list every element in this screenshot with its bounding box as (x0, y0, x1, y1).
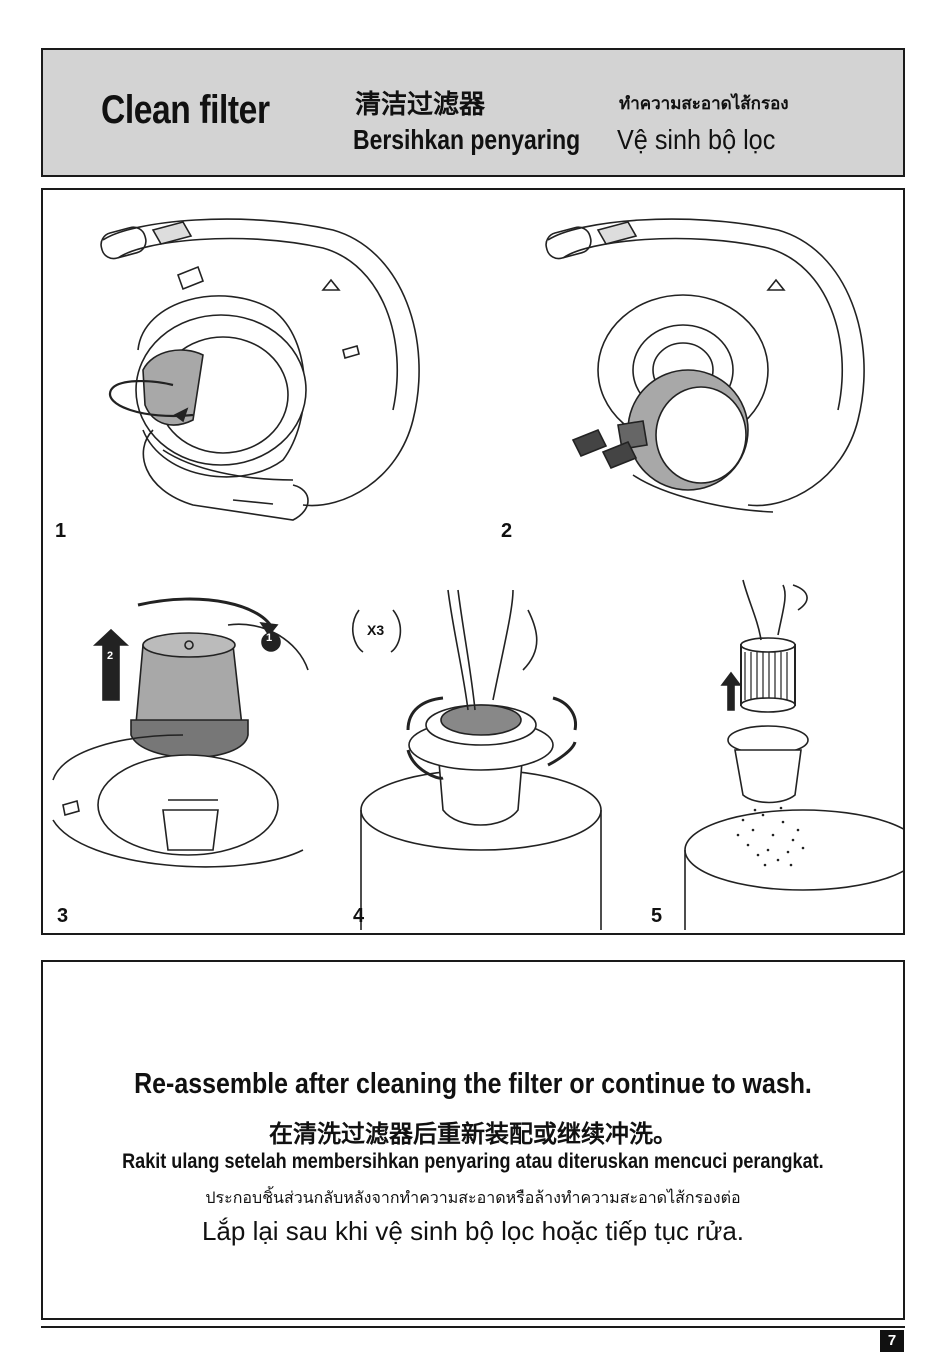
step-number-5: 5 (651, 905, 663, 927)
repeat-count-label: X3 (367, 622, 385, 638)
step5-illustration (684, 579, 903, 930)
step-number-3: 3 (57, 905, 69, 927)
note-chinese: 在清洗过滤器后重新装配或继续冲洗。 (269, 1120, 677, 1148)
step-number-4: 4 (353, 905, 365, 927)
note-malay: Rakit ulang setelah membersihkan penyari… (122, 1150, 824, 1173)
illustrations (52, 218, 903, 930)
arrow-label-2: 2 (107, 650, 114, 662)
footer-rule (41, 1326, 905, 1328)
step-number-2: 2 (501, 520, 513, 542)
title-banner: Clean filter 清洁过滤器 ทำความสะอาดไส้กรอง Be… (41, 48, 905, 177)
step3-illustration (52, 597, 309, 868)
title-english: Clean filter (101, 88, 270, 132)
note-vietnamese: Lắp lại sau khi vệ sinh bộ lọc hoặc tiếp… (201, 1216, 745, 1246)
step2-illustration (545, 218, 865, 513)
title-vietnamese: Vệ sinh bộ lọc (617, 124, 776, 155)
reassembly-note: Re-assemble after cleaning the filter or… (41, 960, 905, 1320)
page-number: 7 (880, 1330, 904, 1352)
step1-illustration (100, 218, 420, 521)
step-number-1: 1 (55, 520, 67, 542)
step4-illustration (351, 589, 602, 930)
title-malay: Bersihkan penyaring (353, 124, 581, 155)
note-english: Re-assemble after cleaning the filter or… (134, 1068, 812, 1100)
title-thai: ทำความสะอาดไส้กรอง (619, 94, 789, 114)
title-chinese: 清洁过滤器 (355, 90, 486, 120)
note-thai: ประกอบชิ้นส่วนกลับหลังจากทำความสะอาดหรือ… (205, 1188, 741, 1207)
arrow-label-1: 1 (266, 632, 273, 644)
illustration-panel: 1 2 3 4 5 X3 1 2 (41, 188, 905, 935)
